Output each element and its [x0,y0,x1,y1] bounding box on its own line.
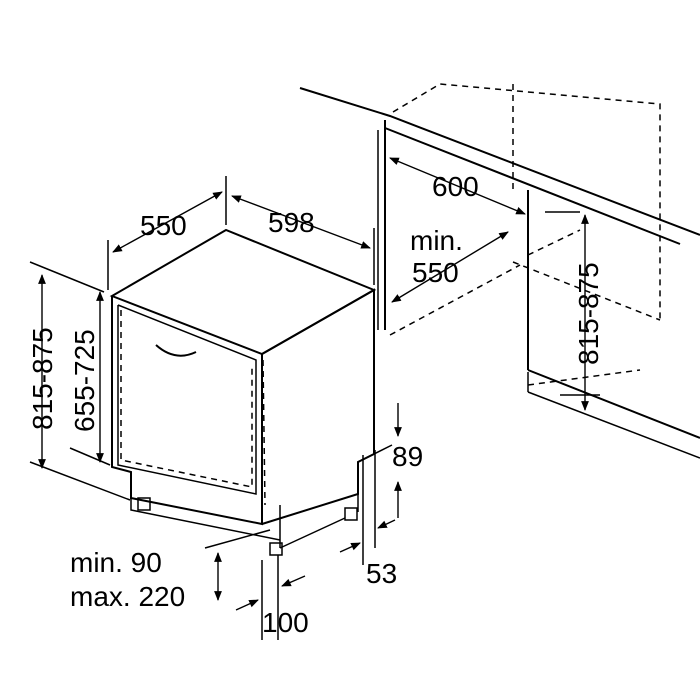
left-dimensions [29,176,375,501]
label-total-height: 815-875 [27,327,58,430]
labels: 550 598 600 min. 550 815-875 815-875 655… [27,171,604,638]
label-niche-width: 600 [432,171,479,202]
foot-front-left [137,497,151,511]
dim-recess-line [339,542,361,553]
dim-niche-width-line [389,157,526,215]
worktop-underside [384,127,681,245]
label-plinth-recess: 53 [366,558,397,589]
dishwasher-top [109,228,377,356]
label-appliance-height: 655-725 [69,329,100,432]
dim-width-line [231,195,371,249]
foot-front-right [269,542,283,556]
dim-niche-depth-line [391,231,509,303]
foot-rear-right [344,507,358,521]
plinth-dimensions [204,403,402,640]
dishwasher-front [111,296,263,526]
label-depth: 550 [140,210,187,241]
worktop-edge [299,87,700,236]
dishwasher [109,228,377,556]
label-foot-range-min: min. 90 [70,547,162,578]
label-niche-depth-value: 550 [412,257,459,288]
dim-bottom-line [281,575,306,587]
label-bottom-cut: 100 [262,607,309,638]
label-foot-range-max: max. 220 [70,581,185,612]
dishwasher-side [261,288,375,525]
kitchen-niche [299,83,700,459]
label-niche-height: 815-875 [573,262,604,365]
label-niche-depth-prefix: min. [410,225,463,256]
niche-dashed-back [392,83,661,320]
door-handle [155,344,197,357]
label-plinth-height: 89 [392,441,423,472]
dim-depth-line [112,191,223,253]
label-width: 598 [268,207,315,238]
